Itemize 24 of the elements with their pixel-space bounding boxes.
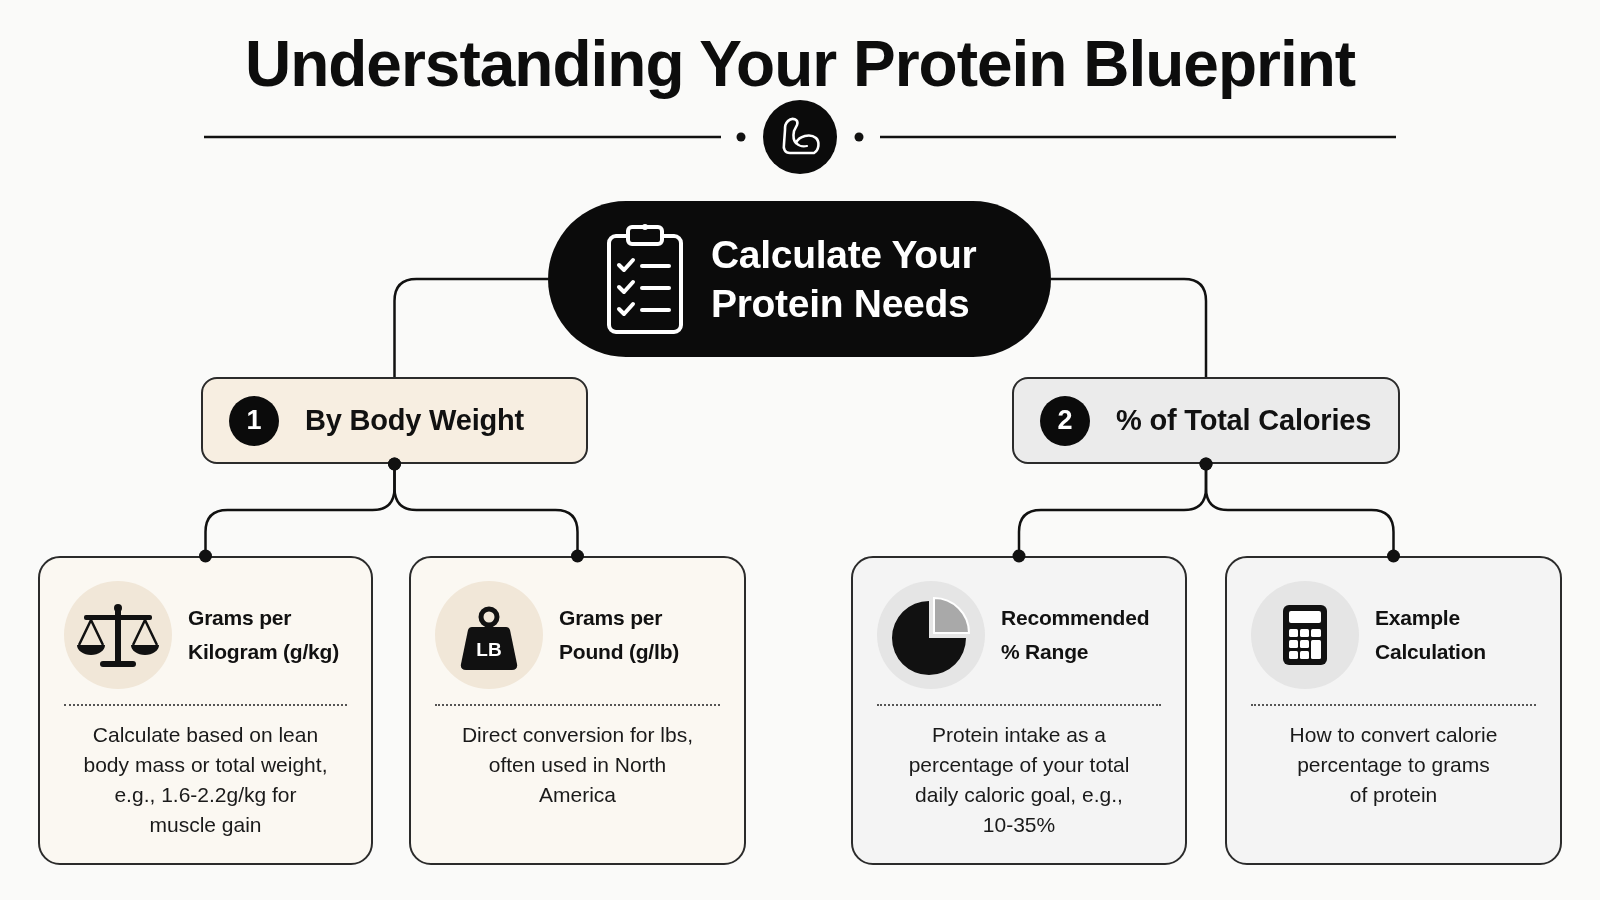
weight-label: LB: [476, 640, 502, 660]
connector-line: [1199, 457, 1400, 563]
card-title: Grams per Pound (g/lb): [559, 605, 681, 665]
card-title: Grams per Kilogram (g/kg): [188, 605, 340, 665]
category-title: % of Total Calories: [1116, 404, 1372, 437]
card-description: Calculate based on lean body mass or total weight, e.g., 1.6-2.2g/kg for muscle gain: [82, 722, 329, 838]
category-box: [201, 377, 588, 464]
info-card: [38, 556, 373, 865]
number-badge: 1: [229, 395, 279, 446]
card-title: Recommended % Range: [1001, 605, 1151, 665]
connector-line: [393, 277, 548, 377]
category-box: [1012, 377, 1400, 464]
category-title: By Body Weight: [305, 404, 524, 437]
card-description: How to convert calorie percentage to grams of protein: [1288, 722, 1499, 808]
info-card: [851, 556, 1187, 865]
connector-line: [1051, 277, 1208, 377]
card-description: Protein intake as a percentage of your total daily caloric goal, e.g., 10-35%: [907, 722, 1131, 838]
info-card: [1225, 556, 1562, 865]
number-badge: 2: [1040, 395, 1090, 446]
main-topic-title: Calculate Your Protein Needs: [711, 232, 978, 327]
connector-line: [388, 457, 584, 563]
info-card: [409, 556, 746, 865]
card-description: Direct conversion for lbs, often used in North America: [460, 722, 695, 808]
card-title: Example Calculation: [1375, 605, 1487, 665]
